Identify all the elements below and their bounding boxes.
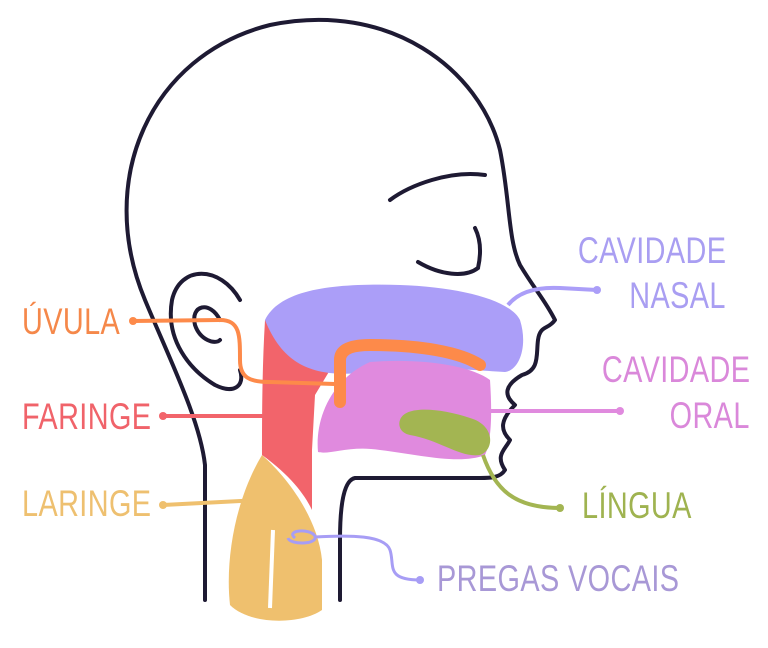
connector-laringe <box>159 498 261 509</box>
connector-nasal <box>506 285 601 307</box>
label-cavidade-nasal-line2: NASAL <box>629 275 726 316</box>
connector-faringe <box>159 412 265 420</box>
label-cavidade-nasal-line1: CAVIDADE <box>577 230 726 271</box>
connector-lingua <box>481 454 564 512</box>
laringe-inner-line <box>268 529 275 609</box>
eyebrow-icon <box>388 172 487 202</box>
lingua-region <box>399 409 491 456</box>
closed-eye-icon <box>416 226 483 276</box>
connector-pregas-vocais <box>286 529 424 584</box>
connector-uvula <box>129 317 336 386</box>
uvula-region <box>334 338 486 408</box>
connector-oral <box>490 407 624 415</box>
label-pregas-vocais: PREGAS VOCAIS <box>437 558 680 599</box>
laringe-region <box>228 455 322 621</box>
ear-icon <box>168 271 244 391</box>
label-lingua: LÍNGUA <box>582 485 692 526</box>
nasal-cavity-region <box>265 284 524 374</box>
label-laringe: LARINGE <box>22 483 152 524</box>
label-faringe: FARINGE <box>22 396 152 437</box>
label-uvula: ÚVULA <box>22 301 121 342</box>
head-outline <box>124 18 557 602</box>
label-cavidade-oral-line1: CAVIDADE <box>601 349 750 390</box>
label-cavidade-oral-line2: ORAL <box>669 395 750 436</box>
